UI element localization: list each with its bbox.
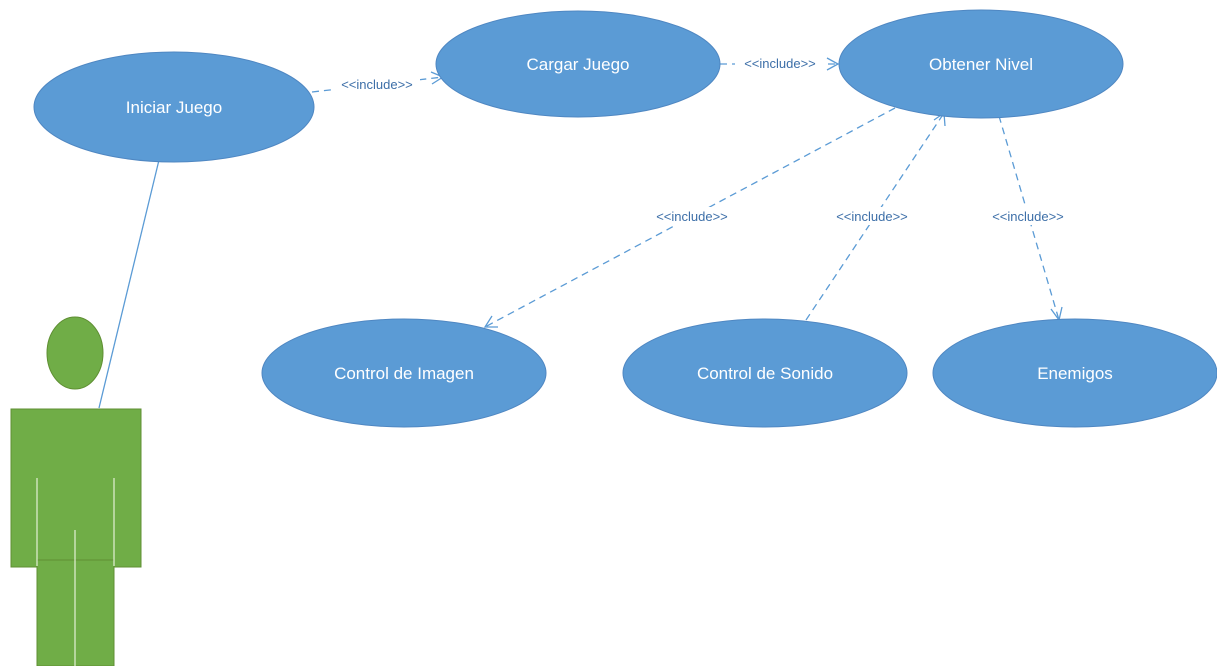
use-case-control-de-imagen[interactable]: Control de Imagen (261, 318, 547, 428)
use-case-label: Cargar Juego (526, 55, 629, 74)
relation-iniciar-cargar: <<include>> (311, 71, 445, 93)
actor-figure (10, 316, 142, 666)
relation-label-bg (334, 75, 420, 93)
arrowhead-icon (826, 57, 840, 71)
use-case-obtener-nivel[interactable]: Obtener Nivel (838, 9, 1124, 119)
use-case-shape (261, 318, 547, 428)
relation-label: <<include>> (656, 209, 728, 224)
relation-obtener-enemigos: <<include>> (983, 115, 1073, 322)
use-case-shape (932, 318, 1217, 428)
relation-sonido-obtener: <<include>> (805, 111, 946, 321)
use-case-shape (33, 51, 315, 163)
use-case-label: Control de Sonido (697, 364, 833, 383)
relation-label: <<include>> (341, 77, 413, 92)
use-case-cargar-juego[interactable]: Cargar Juego (435, 10, 721, 118)
use-case-iniciar-juego[interactable]: Iniciar Juego (33, 51, 315, 163)
relation-label-bg (827, 207, 917, 225)
relation-cargar-obtener: <<include>> (720, 55, 840, 73)
use-case-shape (838, 9, 1124, 119)
relation-label: <<include>> (744, 56, 816, 71)
use-case-shape (622, 318, 908, 428)
use-case-control-de-sonido[interactable]: Control de Sonido (622, 318, 908, 428)
use-case-label: Enemigos (1037, 364, 1113, 383)
relation-label-bg (647, 207, 737, 225)
use-case-shape (435, 10, 721, 118)
use-case-label: Iniciar Juego (126, 98, 222, 117)
use-case-label: Control de Imagen (334, 364, 474, 383)
relation-obtener-imagen: <<include>> (483, 107, 896, 328)
actor-association-line (98, 159, 160, 409)
relation-label-bg (983, 207, 1073, 225)
arrowhead-icon (483, 315, 498, 328)
relation-label: <<include>> (992, 209, 1064, 224)
relation-label-bg (735, 55, 825, 73)
use-case-label: Obtener Nivel (929, 55, 1033, 74)
use-case-enemigos[interactable]: Enemigos (932, 318, 1217, 428)
relation-label: <<include>> (836, 209, 908, 224)
actor-body (10, 408, 142, 568)
actor-head (46, 316, 104, 390)
